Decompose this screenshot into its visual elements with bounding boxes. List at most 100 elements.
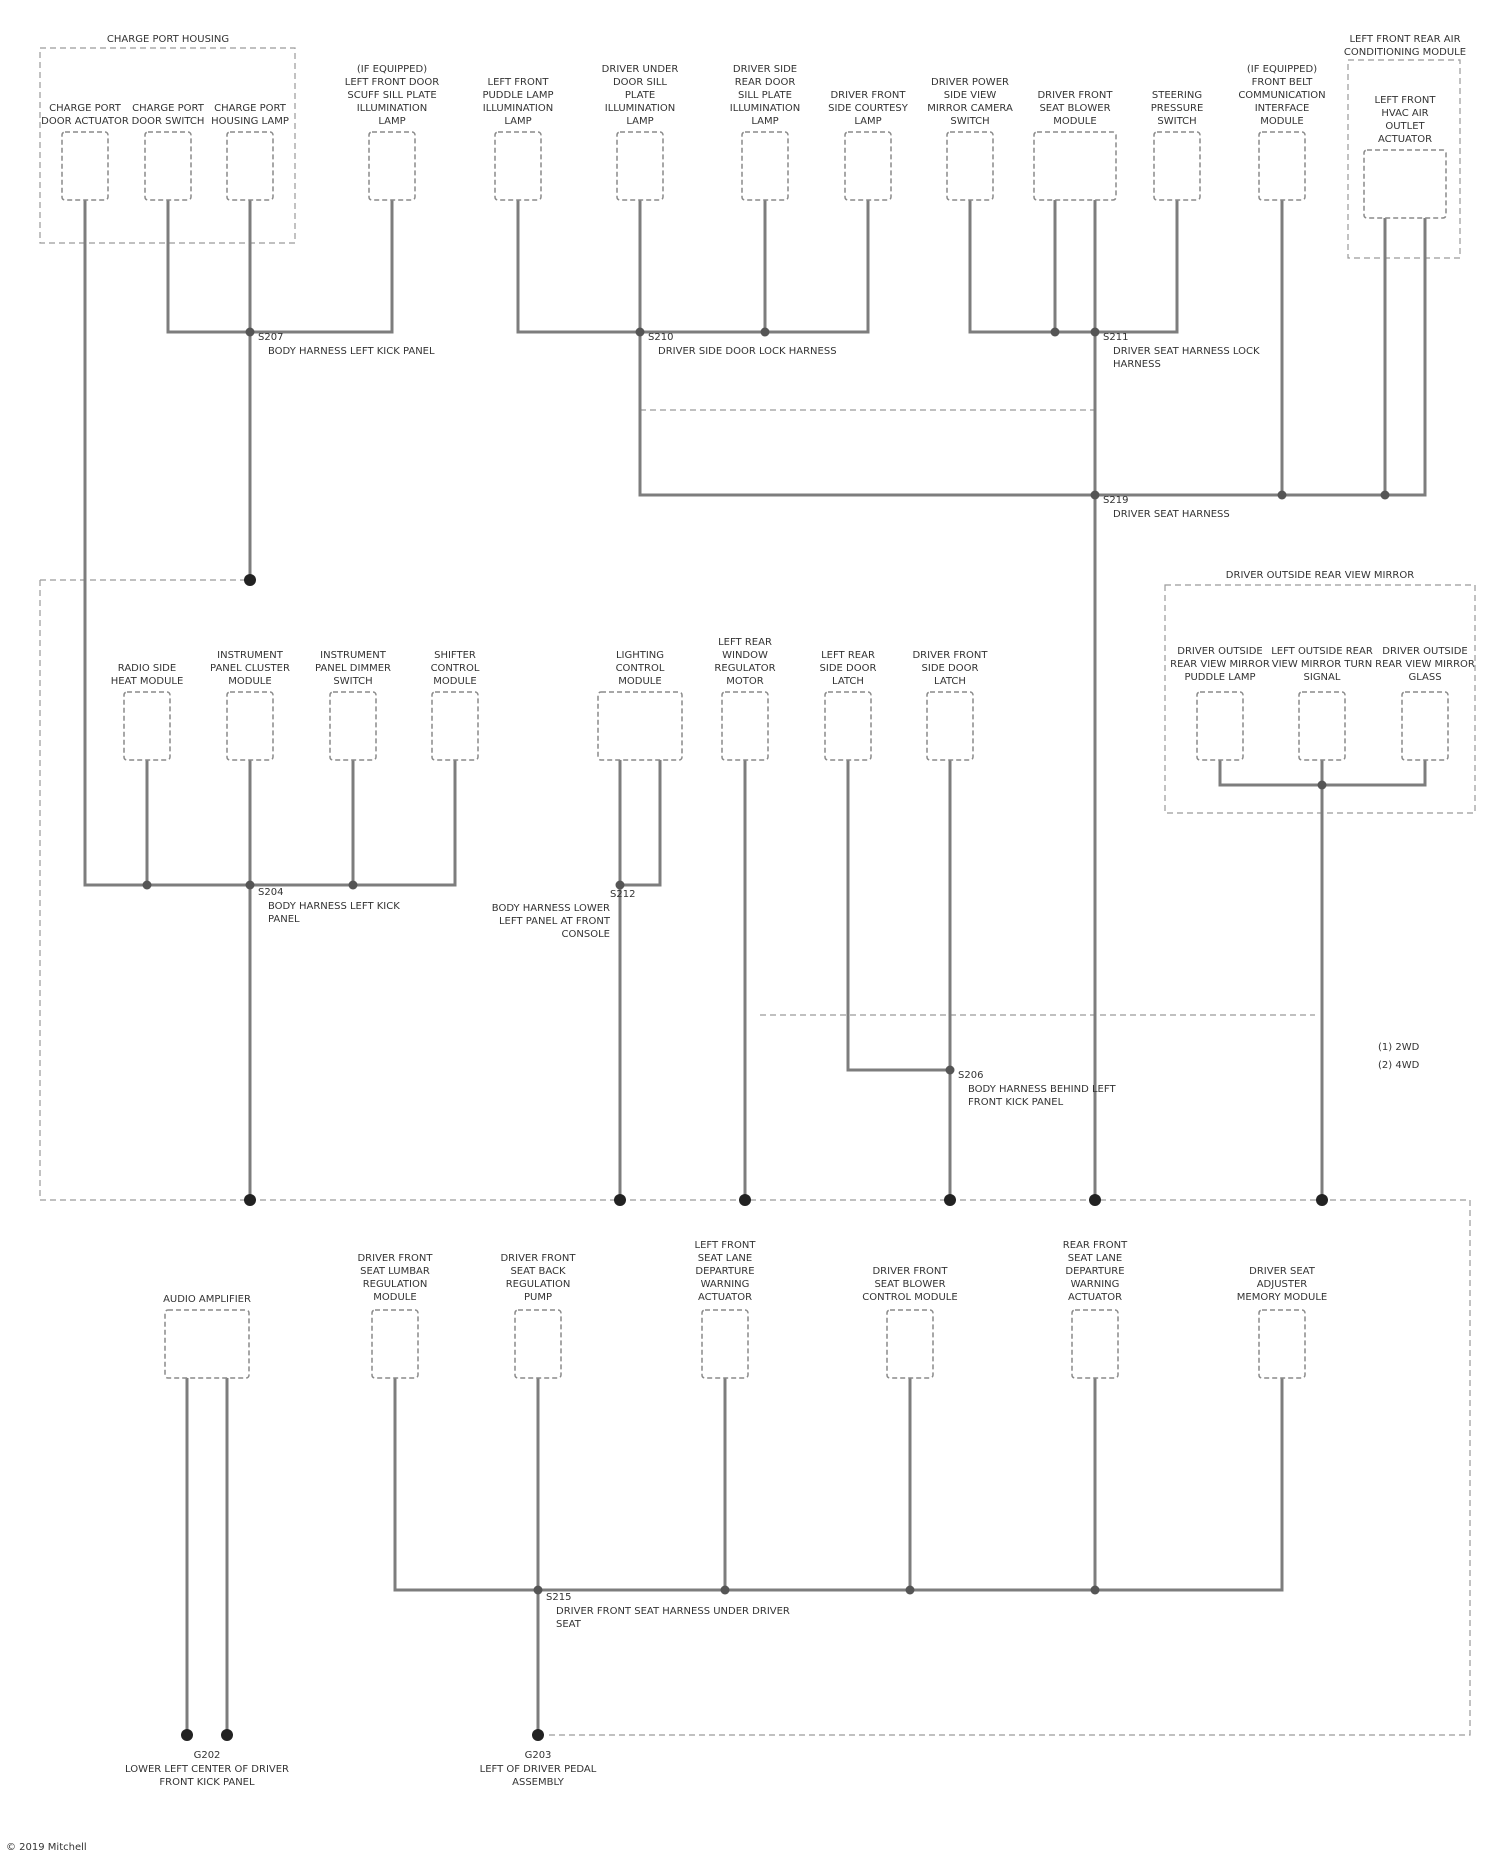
ground-id-G202: G202 xyxy=(194,1750,221,1761)
splice-mid-id-S212: S212 xyxy=(610,889,635,900)
lower-junction-3 xyxy=(944,1194,956,1206)
legend-item-0: (1) 2WD xyxy=(1378,1042,1420,1053)
junction-s207-lower xyxy=(244,574,256,586)
mirror-glass-label: DRIVER OUTSIDEREAR VIEW MIRRORGLASS xyxy=(1375,646,1475,683)
scuff-sill-plate-lamp-box xyxy=(369,132,415,200)
splice-s210b-node xyxy=(761,328,770,337)
driver-front-seat-blower-module-box xyxy=(1034,132,1116,200)
ip-dimmer-switch-box xyxy=(330,692,376,760)
lighting-control-module-box xyxy=(598,692,682,760)
mirror-turn-signal-box xyxy=(1299,692,1345,760)
left-front-puddle-lamp-box xyxy=(495,132,541,200)
splice-upper-id-S210: S210 xyxy=(648,332,673,343)
rear-front-lane-departure-actuator-box xyxy=(1072,1310,1118,1378)
left-rear-door-latch-box xyxy=(825,692,871,760)
legend-item-1: (2) 4WD xyxy=(1378,1060,1420,1071)
splice-s215d-node xyxy=(1091,1586,1100,1595)
splice-s215c-node xyxy=(906,1586,915,1595)
bus-s207 xyxy=(168,200,392,332)
wire-rear-latch xyxy=(848,760,950,1070)
audio-amplifier-box xyxy=(165,1310,249,1378)
splice-s206-node xyxy=(946,1066,955,1075)
shifter-control-module-box xyxy=(432,692,478,760)
ground-g202-a xyxy=(181,1729,193,1741)
charge-port-group-header: CHARGE PORT HOUSING xyxy=(107,34,229,45)
footer-credit: © 2019 Mitchell xyxy=(6,1842,87,1853)
lower-junction-4 xyxy=(1089,1194,1101,1206)
splice-bottom-id: S215 xyxy=(546,1592,571,1603)
splice-mirror-node xyxy=(1318,781,1327,790)
lower-junction-2 xyxy=(739,1194,751,1206)
radio-side-heat-module-box xyxy=(124,692,170,760)
splice-belt-node xyxy=(1278,491,1287,500)
charge-port-housing-lamp-box xyxy=(227,132,273,200)
driver-under-door-sill-lamp-box xyxy=(617,132,663,200)
splice-mid-id-S206: S206 xyxy=(958,1070,983,1081)
splice-upper-id-S211: S211 xyxy=(1103,332,1128,343)
bus-s210 xyxy=(518,200,868,332)
splice-s211-node xyxy=(1091,328,1100,337)
bus-s204 xyxy=(147,760,455,885)
splice-s211a-node xyxy=(1051,328,1060,337)
ground-desc-G203: LEFT OF DRIVER PEDALASSEMBLY xyxy=(480,1764,597,1788)
splice-s219-node xyxy=(1091,491,1100,500)
driver-seat-memory-module-box xyxy=(1259,1310,1305,1378)
splice-upper-desc-S211: DRIVER SEAT HARNESS LOCKHARNESS xyxy=(1113,346,1260,370)
splice-upper-desc-S207: BODY HARNESS LEFT KICK PANEL xyxy=(268,346,435,357)
splice-s215-node xyxy=(534,1586,543,1595)
splice-s207-node xyxy=(246,328,255,337)
splice-upper-desc-S219: DRIVER SEAT HARNESS xyxy=(1113,509,1230,520)
driver-mirror-camera-switch-box xyxy=(947,132,993,200)
driver-seat-blower-control-label: DRIVER FRONTSEAT BLOWERCONTROL MODULE xyxy=(862,1266,957,1303)
left-rear-window-motor-label: LEFT REARWINDOWREGULATORMOTOR xyxy=(714,637,775,687)
driver-front-courtesy-lamp-box xyxy=(845,132,891,200)
radio-side-heat-module-label: RADIO SIDEHEAT MODULE xyxy=(111,663,184,687)
charge-port-door-switch-box xyxy=(145,132,191,200)
ground-id-G203: G203 xyxy=(525,1750,552,1761)
driver-front-courtesy-lamp-label: DRIVER FRONTSIDE COURTESYLAMP xyxy=(828,90,909,127)
driver-seat-memory-module-label: DRIVER SEATADJUSTERMEMORY MODULE xyxy=(1237,1266,1327,1303)
front-belt-communication-module-box xyxy=(1259,132,1305,200)
bus-s211 xyxy=(970,200,1177,332)
splice-mid-id-S204: S204 xyxy=(258,887,283,898)
left-front-hvac-outlet-actuator-box xyxy=(1364,150,1446,218)
wire-lighting-b xyxy=(620,760,660,885)
charge-port-door-actuator-box xyxy=(62,132,108,200)
bus-s215 xyxy=(395,1378,1282,1590)
splice-s210-node xyxy=(636,328,645,337)
driver-front-door-latch-box xyxy=(927,692,973,760)
splice-hvac-node xyxy=(1381,491,1390,500)
left-front-lane-departure-actuator-box xyxy=(702,1310,748,1378)
lower-junction-5 xyxy=(1316,1194,1328,1206)
ipc-module-box xyxy=(227,692,273,760)
ground-g203 xyxy=(532,1729,544,1741)
driver-seat-blower-control-box xyxy=(887,1310,933,1378)
